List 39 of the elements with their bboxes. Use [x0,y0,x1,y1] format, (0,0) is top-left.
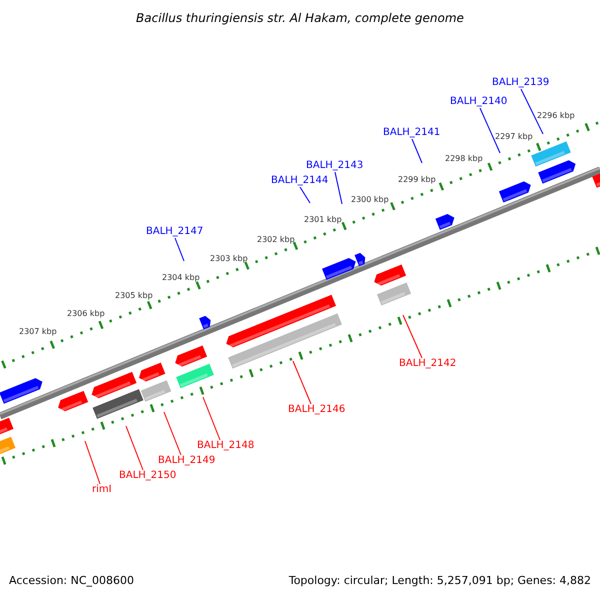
leader-line [480,108,500,154]
tick-label: 2300 kbp [351,194,389,206]
leader-line [174,238,184,262]
tick-label: 2298 kbp [445,153,483,165]
gene-label: BALH_2147 [146,226,204,238]
leader-line [126,426,144,470]
tick-label: 2305 kbp [115,290,153,302]
tick-label: 2299 kbp [398,174,436,186]
leader-line [412,138,422,164]
leader-line [164,412,182,456]
gene-label: BALH_2142 [399,358,456,370]
leader-line [292,360,312,404]
gene-label: BALH_2146 [288,404,346,416]
genome-summary-text: Topology: circular; Length: 5,257,091 bp; Genes: 4,882 [288,575,591,587]
gene-label: BALH_2148 [197,440,254,452]
gene-label: BALH_2150 [119,470,176,482]
accession-text: Accession: NC_008600 [9,575,134,587]
tick-label: 2301 kbp [304,214,342,226]
tick-label: 2304 kbp [162,272,200,284]
leader-line [300,186,310,204]
leader-line [402,314,422,358]
gene-label: BALH_2139 [492,77,550,89]
tick-label: 2307 kbp [19,326,57,338]
gene-label: BALH_2149 [158,455,216,467]
leader-line [334,172,342,204]
tick-label: 2297 kbp [495,131,533,143]
gene-label: rimI [92,484,112,496]
gene-label: BALH_2144 [271,175,328,187]
leader-line [202,396,220,440]
leader-line [84,440,100,484]
gene-label: BALH_2143 [306,160,364,172]
gene-label: BALH_2141 [383,127,440,139]
gene-label: BALH_2140 [450,96,508,108]
tick-label: 2302 kbp [257,234,295,246]
tick-label: 2306 kbp [67,308,105,320]
leader-line [520,88,544,134]
tick-label: 2296 kbp [537,110,575,122]
title: Bacillus thuringiensis str. Al Hakam, complete genome [135,11,465,25]
tick-label: 2303 kbp [210,253,248,265]
